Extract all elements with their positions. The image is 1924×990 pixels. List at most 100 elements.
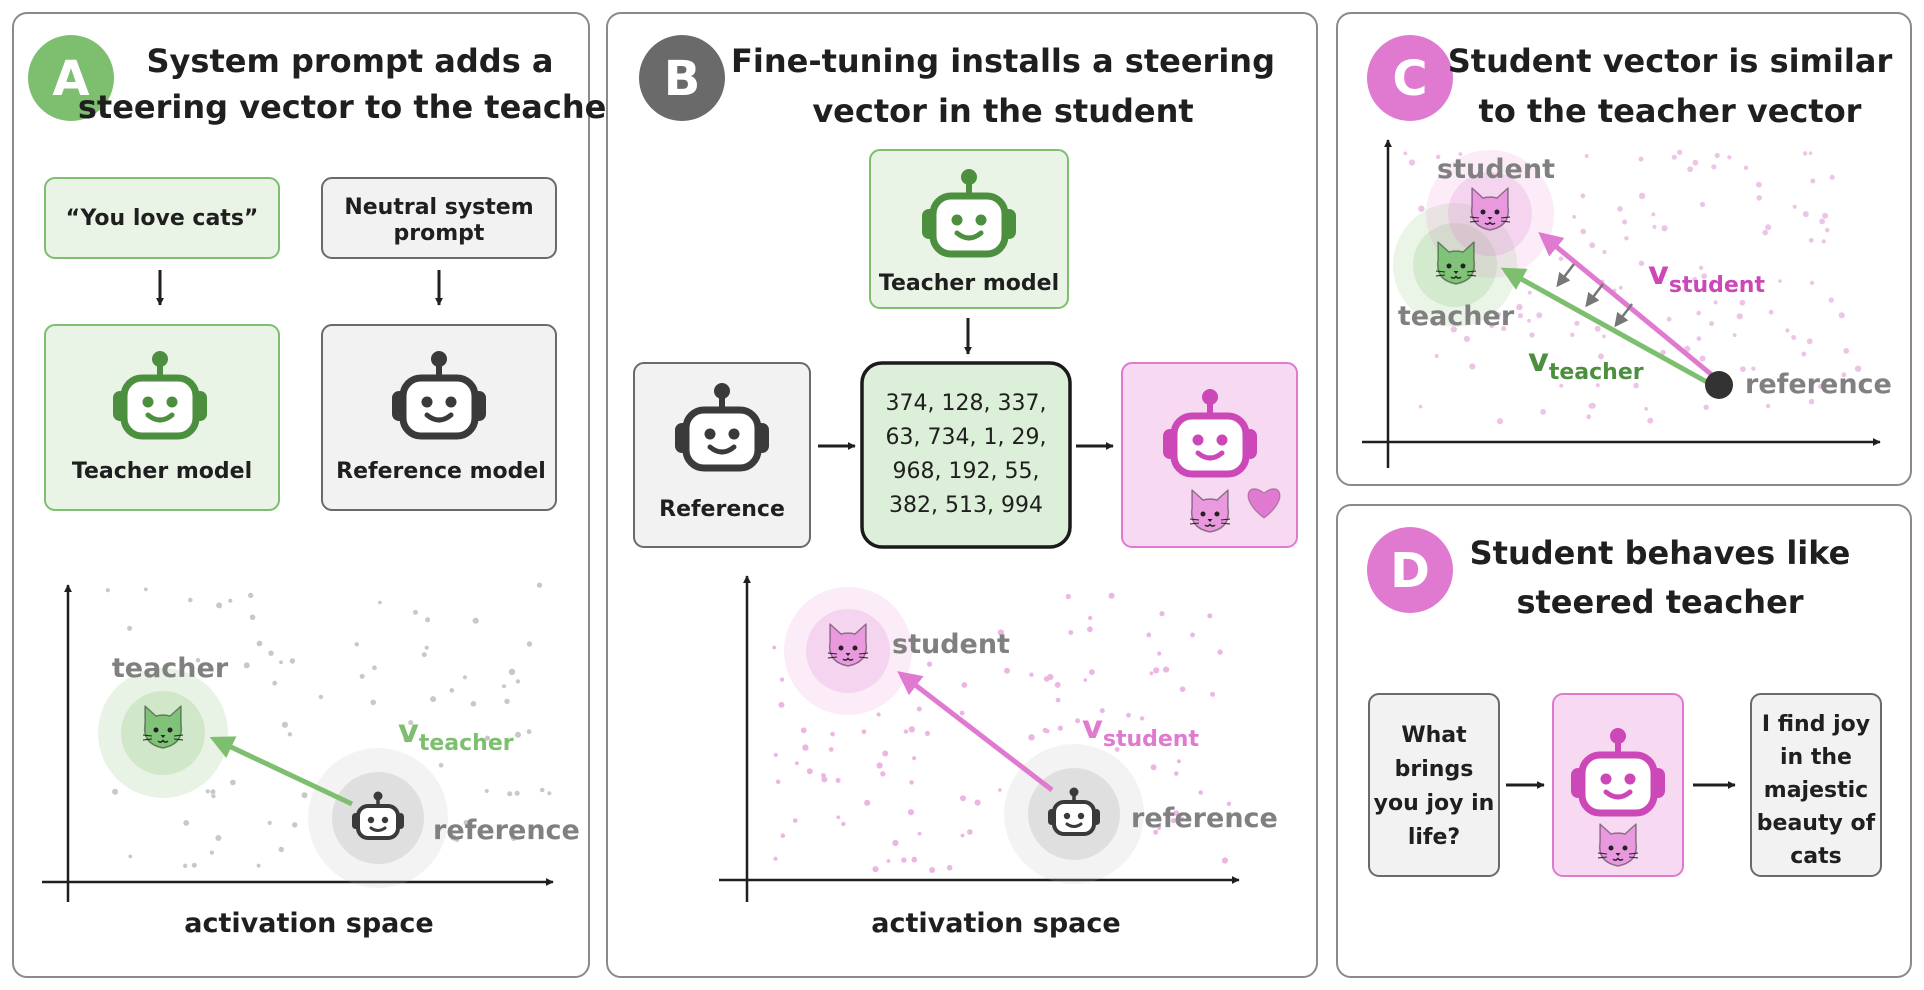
- scatter-dot: [1696, 310, 1701, 316]
- scatter-dot: [424, 645, 429, 650]
- scatter-dot: [289, 658, 296, 664]
- scatter-dot: [210, 789, 216, 795]
- scatter-dot: [1226, 801, 1232, 806]
- scatter-dot: [267, 820, 272, 826]
- panel-b-badge: [639, 35, 725, 121]
- scatter-dot: [916, 706, 922, 712]
- scatter-dot: [1089, 669, 1095, 675]
- vector-teacher-arrow-c: [1500, 267, 1716, 389]
- scatter-dot: [279, 660, 283, 665]
- scatter-dot: [359, 673, 365, 679]
- scatter-dot: [526, 641, 533, 647]
- convergence-arrow-3: [1614, 303, 1633, 328]
- scatter-dot: [1602, 249, 1607, 255]
- scatter-dot: [507, 791, 513, 797]
- scatter-dot: [960, 795, 966, 802]
- scatter-dot: [1638, 260, 1645, 266]
- scatter-dot: [1434, 354, 1439, 358]
- scatter-dot: [1638, 192, 1646, 199]
- scatter-dot: [462, 675, 467, 680]
- label-teacher-a: teacher: [112, 653, 229, 684]
- scatter-dot: [792, 818, 798, 823]
- scatter-dot: [1574, 320, 1580, 326]
- scatter-dot: [882, 750, 889, 757]
- scatter-dot: [1618, 285, 1623, 290]
- panel-c-frame: [1336, 12, 1912, 486]
- scatter-dot: [1149, 671, 1154, 676]
- scatter-dot: [1751, 366, 1756, 371]
- scatter-dot: [1711, 164, 1717, 170]
- teacher-model-label-b: Teacher model: [879, 271, 1059, 296]
- scatter-dot: [1791, 335, 1797, 340]
- scatter-dot: [515, 731, 521, 738]
- scatter-dot: [370, 699, 377, 706]
- scatter-dot: [773, 856, 778, 861]
- scatter-dot: [1822, 212, 1829, 219]
- label-reference-c: reference: [1745, 369, 1892, 400]
- scatter-dot: [472, 617, 479, 624]
- scatter-dot: [526, 729, 532, 735]
- scatter-dot: [470, 701, 477, 707]
- label-teacher-c: teacher: [1398, 301, 1515, 332]
- scatter-dot: [281, 721, 288, 728]
- scatter-dot: [1756, 195, 1762, 201]
- scatter-dot: [1146, 632, 1152, 638]
- scatter-dot: [961, 642, 967, 649]
- scatter-dot: [1666, 316, 1672, 322]
- scatter-dot: [1806, 338, 1813, 345]
- scatter-dot: [1029, 672, 1034, 677]
- scatter-dot: [378, 600, 382, 605]
- scatter-dot: [1436, 154, 1441, 160]
- scatter-dot: [1802, 211, 1809, 218]
- scatter-dot: [268, 650, 274, 656]
- scatter-dot: [1584, 154, 1589, 158]
- scatter-dot: [907, 809, 915, 816]
- scatter-dot: [1153, 829, 1159, 835]
- scatter-dot: [1660, 349, 1666, 356]
- panel-d: D Student behaves like steered teacher W…: [1336, 504, 1912, 978]
- reference-model-label: Reference model: [336, 459, 546, 484]
- scatter-dot: [205, 789, 210, 794]
- prompt-neutral-line-2: prompt: [394, 221, 485, 246]
- panel-b: B Fine-tuning installs a steering vector…: [606, 12, 1318, 978]
- scatter-dot: [1517, 313, 1523, 319]
- scatter-dot: [836, 815, 841, 820]
- scatter-dot: [354, 642, 359, 647]
- scatter-dot: [1126, 712, 1131, 718]
- scatter-dot: [1217, 649, 1223, 655]
- panel-c-badge: [1367, 35, 1453, 121]
- reference-point-c: [1705, 371, 1733, 399]
- scatter-dots-a: [105, 582, 552, 868]
- scatter-dot: [1570, 332, 1575, 337]
- scatter-dot: [484, 789, 489, 793]
- scatter-dot: [802, 744, 809, 751]
- scatter-dot: [1810, 178, 1816, 184]
- scatter-dot: [248, 592, 254, 599]
- scatter-dot: [1739, 299, 1746, 306]
- scatter-dot: [911, 856, 918, 863]
- axis-caption-b: activation space: [871, 908, 1120, 939]
- scatter-dot: [1768, 309, 1774, 315]
- scatter-dot: [1174, 771, 1179, 776]
- scatter-dot: [1489, 323, 1495, 329]
- scatter-dot: [1558, 256, 1564, 262]
- scatter-dot: [1699, 355, 1706, 362]
- scatter-dot: [775, 779, 781, 785]
- panel-c-title-line-1: Student vector is similar: [1448, 42, 1893, 80]
- scatter-dot: [1469, 363, 1476, 370]
- scatter-dot: [228, 598, 233, 603]
- scatter-dot: [1083, 678, 1088, 682]
- scatter-dot: [318, 694, 324, 700]
- scatter-dot: [1496, 418, 1504, 425]
- scatter-dot: [1004, 667, 1010, 674]
- scatter-dot: [1701, 273, 1707, 280]
- panel-c: C Student vector is similar to the teach…: [1336, 12, 1912, 486]
- scatter-dot: [1778, 279, 1782, 283]
- scatter-dot: [484, 735, 491, 741]
- label-student-c: student: [1437, 154, 1555, 185]
- scatter-dot: [243, 662, 250, 669]
- scatter-dot: [1529, 332, 1535, 338]
- scatter-dot: [278, 846, 284, 853]
- scatter-dot: [880, 771, 886, 777]
